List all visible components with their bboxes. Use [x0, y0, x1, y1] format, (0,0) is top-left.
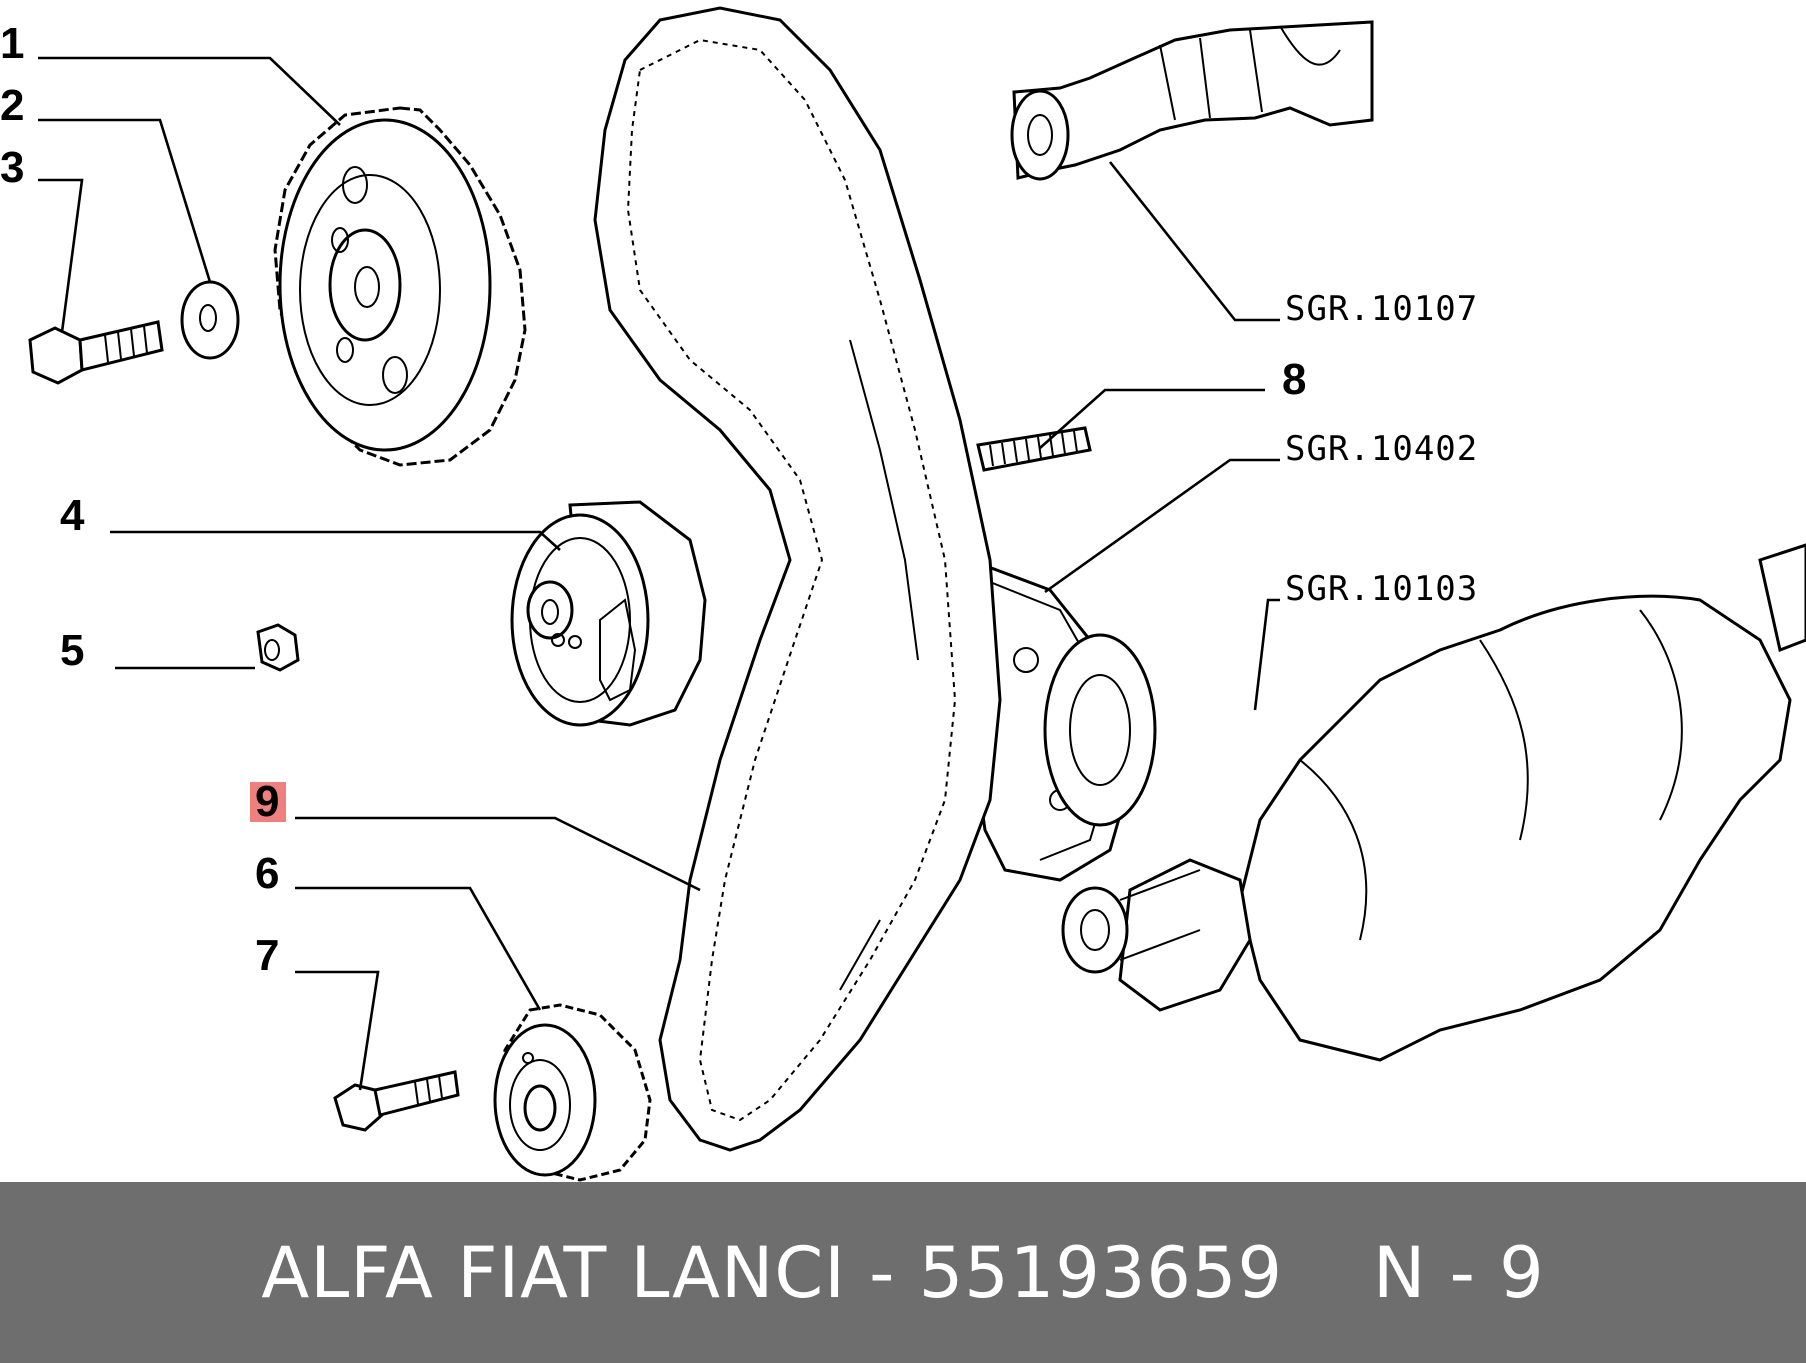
camshaft-sprocket-drawing [273, 106, 527, 467]
bolt-drawing [28, 320, 164, 385]
callout-labels: 1 2 3 4 5 9 6 7 8 [0, 19, 1306, 980]
engine-block-plate [968, 557, 1157, 882]
callout-5[interactable]: 5 [60, 626, 84, 675]
crank-sprocket-drawing [493, 1003, 652, 1182]
nut-drawing [256, 623, 300, 672]
callout-9[interactable]: 9 [255, 777, 279, 826]
crankshaft-drawing [1061, 543, 1806, 1062]
callout-8[interactable]: 8 [1282, 355, 1306, 404]
callout-4[interactable]: 4 [60, 491, 85, 540]
ref-crankshaft[interactable]: SGR.10103 [1285, 569, 1478, 609]
position-number-text: N - 9 [1372, 1231, 1545, 1314]
timing-belt-exploded-diagram: 1 2 3 4 5 9 6 7 8 SGR.10107 SGR.10402 SG… [0, 6, 1806, 1182]
ref-engine-block[interactable]: SGR.10402 [1285, 429, 1478, 469]
callout-9-highlight [250, 782, 286, 822]
camshaft-drawing [1010, 20, 1374, 181]
ref-camshaft[interactable]: SGR.10107 [1285, 289, 1478, 329]
crank-bolt-drawing [333, 1070, 460, 1132]
callout-1[interactable]: 1 [0, 19, 24, 68]
tensioner-drawing [510, 500, 707, 727]
part-number-text: ALFA FIAT LANCI - 55193659 [261, 1231, 1283, 1314]
timing-belt-drawing [593, 6, 1002, 1152]
leader-lines [38, 56, 1280, 1091]
reference-labels: SGR.10107 SGR.10402 SGR.10103 [1285, 289, 1478, 609]
callout-3[interactable]: 3 [0, 143, 24, 192]
callout-7[interactable]: 7 [255, 931, 279, 980]
callout-6[interactable]: 6 [255, 849, 279, 898]
washer-drawing [180, 280, 240, 360]
stud-drawing [976, 426, 1092, 472]
part-info-footer: ALFA FIAT LANCI - 55193659 N - 9 [0, 1182, 1806, 1363]
callout-2[interactable]: 2 [0, 81, 24, 130]
